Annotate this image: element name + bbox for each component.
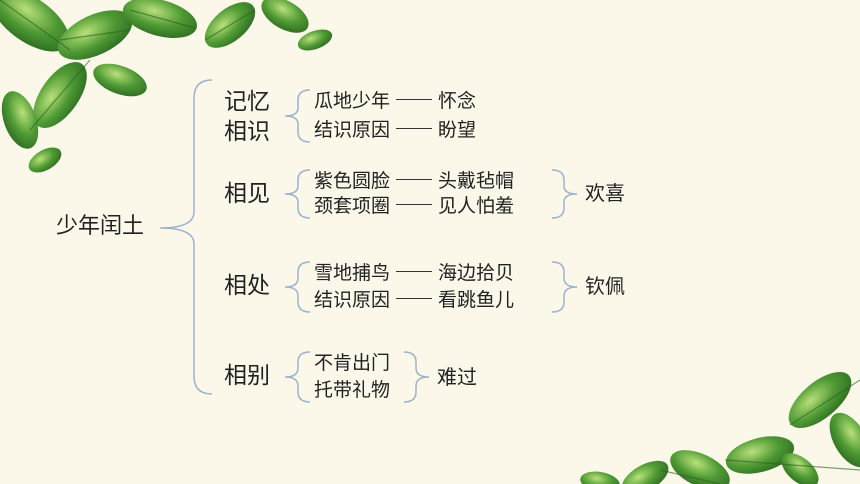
item-right: 看跳鱼儿 — [438, 289, 515, 311]
dash-connector — [396, 99, 433, 100]
dash-connector — [396, 128, 433, 129]
item-right: 头戴毡帽 — [438, 170, 515, 192]
root-node: 少年闰土 — [56, 214, 145, 239]
section-4-item-1: 不肯出门 — [314, 352, 391, 374]
item-right: 见人怕羞 — [438, 195, 515, 217]
dash-connector — [396, 179, 433, 180]
dash-connector — [396, 204, 433, 205]
section-1-title-line-1: 记忆 — [224, 89, 270, 115]
item-left: 结识原因 — [314, 119, 391, 141]
item-left: 瓜地少年 — [314, 90, 391, 112]
section-4-conclusion: 难过 — [437, 365, 477, 389]
section-4-item-2: 托带礼物 — [314, 379, 391, 401]
item-right: 盼望 — [438, 119, 477, 141]
item-left: 颈套项圈 — [314, 195, 391, 217]
item-right: 海边拾贝 — [438, 262, 515, 284]
item-left: 紫色圆脸 — [314, 170, 391, 192]
item-left: 雪地捕鸟 — [314, 262, 391, 284]
section-3-item-1: 雪地捕鸟 海边拾贝 — [314, 264, 514, 283]
item-right: 怀念 — [438, 90, 477, 112]
section-2-conclusion: 欢喜 — [585, 181, 625, 205]
section-2-item-1: 紫色圆脸 头戴毡帽 — [314, 172, 514, 191]
section-1-item-1: 瓜地少年 怀念 — [314, 92, 476, 111]
section-3-item-2: 结识原因 看跳鱼儿 — [314, 291, 514, 310]
section-1-title-line-2: 相识 — [224, 119, 270, 145]
item-left: 结识原因 — [314, 289, 391, 311]
section-2-title: 相见 — [224, 181, 270, 207]
section-1-item-2: 结识原因 盼望 — [314, 121, 476, 140]
section-3-conclusion: 钦佩 — [585, 274, 625, 298]
section-3-title: 相处 — [224, 273, 270, 299]
dash-connector — [396, 271, 433, 272]
dash-connector — [396, 298, 433, 299]
section-4-title: 相别 — [224, 363, 270, 389]
section-2-item-2: 颈套项圈 见人怕羞 — [314, 197, 514, 216]
